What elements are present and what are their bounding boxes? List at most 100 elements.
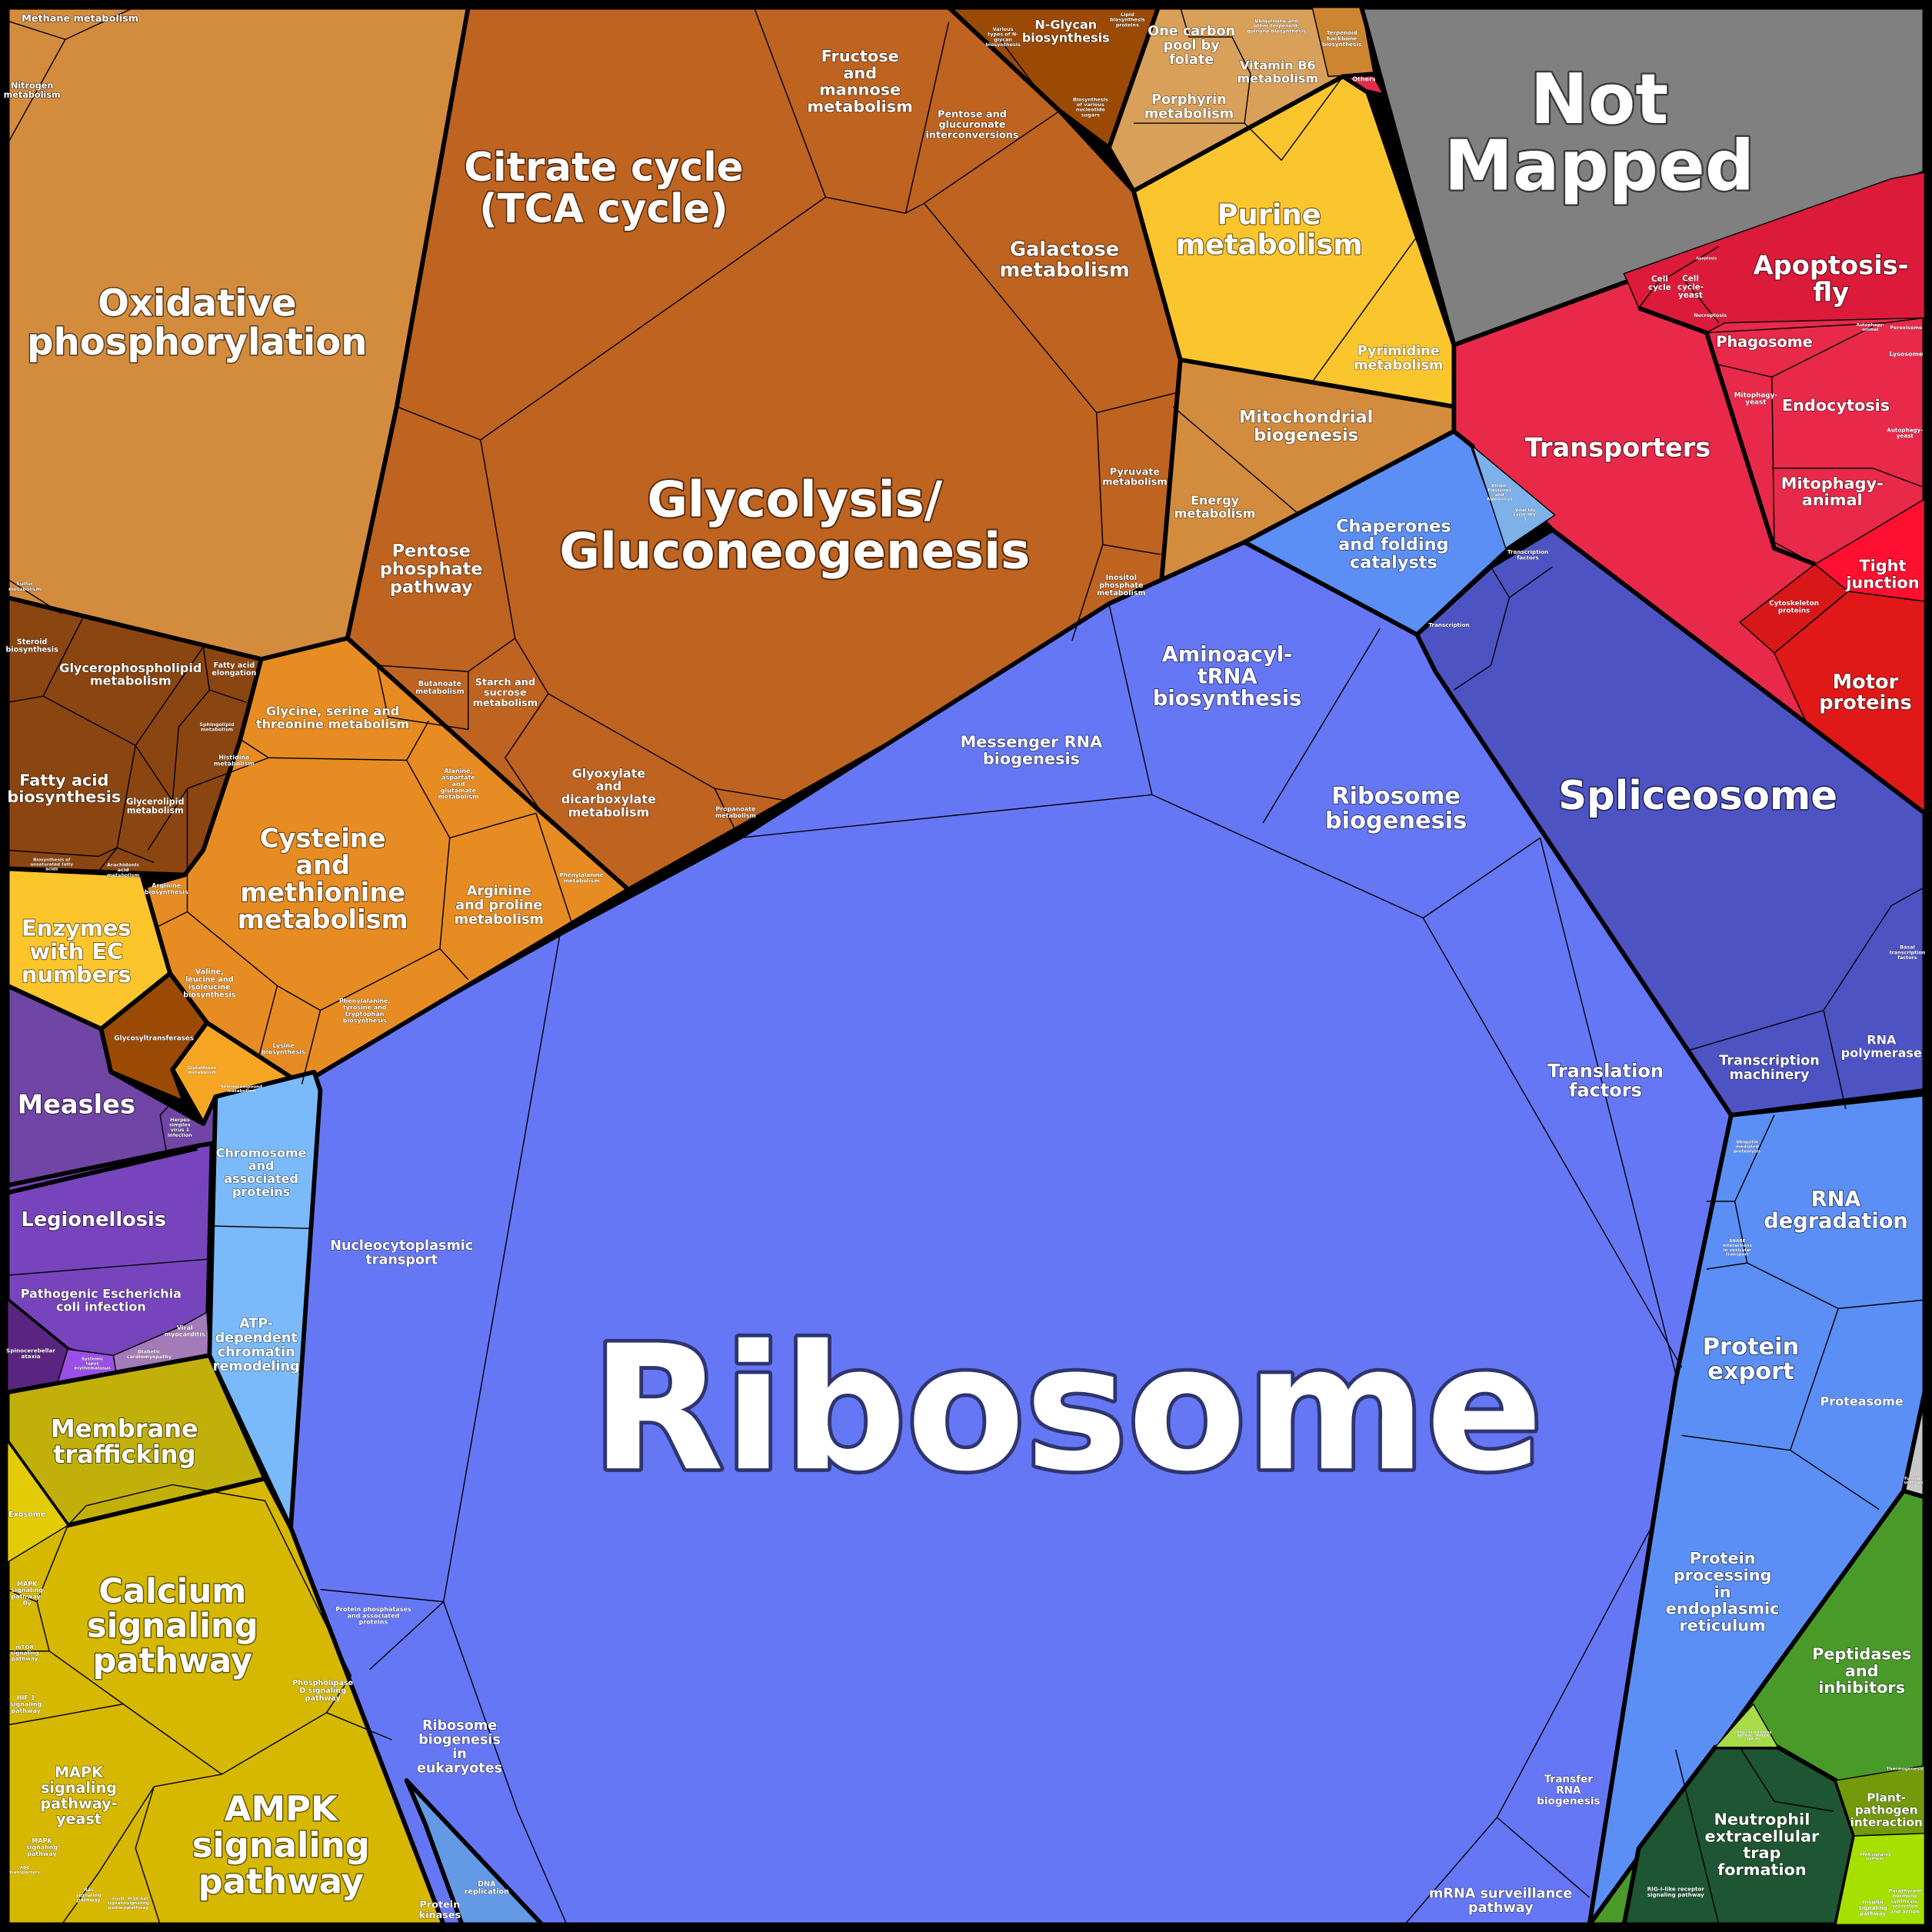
label-line: Inositol <box>1106 573 1138 581</box>
label-line: Pathogenic Escherichia <box>21 1286 182 1301</box>
label-line: RNA <box>1811 1187 1861 1211</box>
label-line: biosynthesis <box>183 991 236 999</box>
label-line: cardiomyopathy <box>127 1354 172 1360</box>
label-line: dicarboxylate <box>561 791 656 806</box>
label-line: infection <box>168 1132 192 1138</box>
label-line: backbone <box>1327 35 1357 42</box>
label-lysosome: Lysosome <box>1889 350 1924 357</box>
label-line: pathway <box>128 1906 148 1910</box>
label-line: (TCA cycle) <box>479 186 728 232</box>
label-line: mRNA surveillance <box>1429 1887 1572 1902</box>
label-line: biosynthesis <box>145 888 188 895</box>
label-line: metabolism <box>214 760 255 767</box>
label-line: Parathyroid <box>1889 1887 1922 1894</box>
label-line: Phagosome <box>1716 332 1812 350</box>
label-line: and action <box>1890 1908 1920 1914</box>
cell-virion[interactable] <box>1471 444 1556 550</box>
label-line: Messenger RNA <box>961 733 1103 751</box>
label-line: Fructose <box>821 47 899 65</box>
label-line: metabolism <box>4 89 61 99</box>
label-line: Transcription <box>1507 548 1548 555</box>
label-line: Pyrimidine <box>1357 344 1440 359</box>
label-line: Gluconeogenesis <box>559 524 1030 581</box>
label-line: pathway- <box>40 1794 117 1812</box>
cell-cytoskeleton[interactable] <box>1738 563 1850 655</box>
label-line: pathway <box>27 1850 57 1857</box>
label-line: tRNA <box>1198 665 1257 688</box>
label-line: elongation <box>212 668 256 677</box>
label-line: Mitochondrial <box>1239 408 1373 428</box>
label-line: other terpenoid- <box>1254 23 1300 29</box>
label-line: pathway <box>108 1906 128 1910</box>
label-endocytosis: Endocytosis <box>1782 396 1890 415</box>
label-line: Neutrophil <box>1714 1810 1810 1828</box>
label-glycolysis: Glycolysis/Gluconeogenesis <box>559 471 1030 580</box>
label-line: Phenylalanine <box>560 871 604 878</box>
label-line: Terpenoid <box>1327 29 1357 36</box>
cell-exosome[interactable] <box>6 1440 69 1564</box>
label-line: DNA <box>478 1880 496 1888</box>
legion-border <box>6 1146 198 1195</box>
label-line: Purine <box>1217 198 1321 231</box>
label-line: Glutathione <box>188 1066 216 1071</box>
label-line: cycle <box>1648 283 1671 292</box>
label-line: Motor <box>1833 671 1899 694</box>
label-line: pathway <box>77 1897 102 1904</box>
cell-longevity[interactable] <box>1714 1703 1779 1748</box>
label-line: Peroxisome <box>1890 325 1923 331</box>
label-line: metabolism <box>107 872 140 878</box>
label-line: pathway <box>390 578 473 598</box>
label-line: metabolism <box>1097 589 1145 598</box>
label-exosome: Exosome <box>8 1510 46 1518</box>
label-line: and <box>596 778 622 793</box>
label-line: SNARE <box>1729 1239 1745 1244</box>
cell-group-spliceosome[interactable] <box>1414 527 1927 1118</box>
label-line: biosynthesis <box>7 788 121 806</box>
label-line: ataxia <box>22 1352 41 1359</box>
label-line: signaling pathway <box>1647 1890 1704 1897</box>
label-line: Lysosome <box>1889 350 1924 357</box>
label-line: Function <box>1904 1477 1923 1481</box>
label-line: factors <box>1569 1080 1642 1101</box>
cell-enzymes-ec[interactable] <box>5 866 172 1031</box>
label-line: Ubiquinone and <box>1254 18 1298 24</box>
label-line: Glycolysis/ <box>647 471 942 528</box>
label-line: erythematosus <box>74 1366 111 1371</box>
label-line: Legionellosis <box>21 1208 166 1231</box>
label-line: 1 <box>1524 518 1527 522</box>
label-line: Transcription <box>1719 1054 1820 1069</box>
label-proteasome: Proteasome <box>1820 1394 1904 1408</box>
label-line: folate <box>1169 52 1214 68</box>
cell-insulin-group[interactable] <box>1835 1833 1926 1926</box>
label-line: Cell <box>1651 275 1668 284</box>
label-necroptosis: Necroptosis <box>1694 312 1727 318</box>
label-line: and <box>1845 1661 1879 1680</box>
label-line: eukaryotes <box>417 1760 502 1776</box>
label-line: Apoptosis- <box>1754 250 1909 280</box>
cell-dna-replication[interactable] <box>404 1778 545 1927</box>
label-line: aspartate <box>441 774 475 781</box>
label-line: Exosome <box>8 1510 46 1518</box>
label-autophagy-yeast: Autophagy-yeast <box>1887 426 1923 439</box>
label-line: Ribosome <box>591 1308 1544 1509</box>
